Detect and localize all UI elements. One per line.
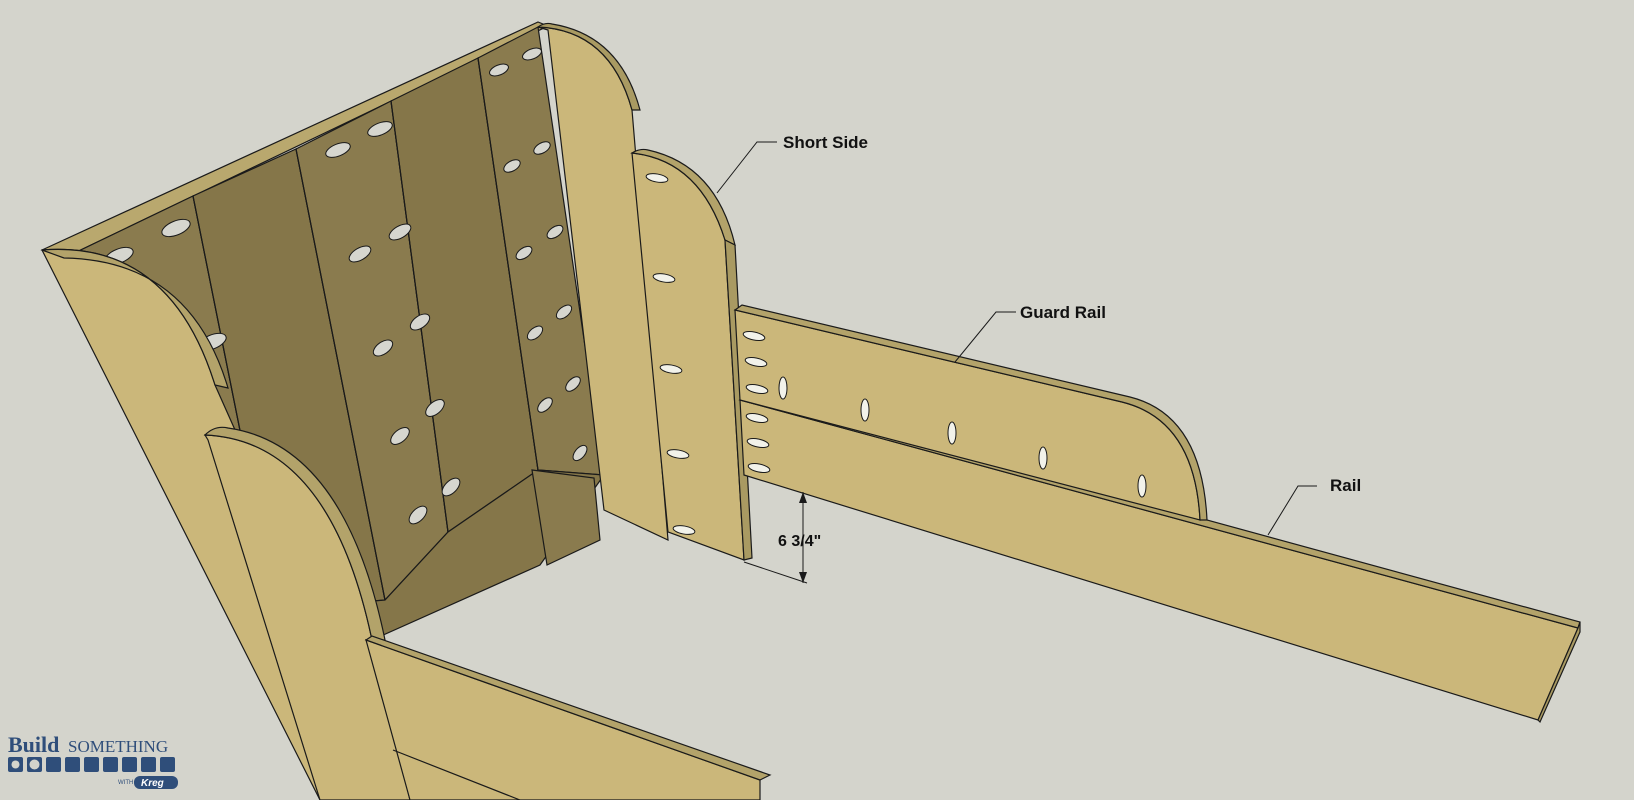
- rail-vertical-holes: [778, 376, 1147, 498]
- pocket-holes-headboard: [104, 47, 598, 525]
- svg-text:SOMETHING: SOMETHING: [68, 737, 168, 756]
- left-rail-board: [364, 635, 772, 800]
- callout-leaders: [716, 141, 1317, 536]
- pocket-holes-short-side: [645, 173, 696, 535]
- tool-icons: [8, 757, 175, 772]
- build-something-logo: Build SOMETHING WITH Kreg: [8, 732, 178, 789]
- label-short-side: Short Side: [783, 133, 868, 152]
- guard-rail-board: [733, 304, 1208, 521]
- svg-text:Kreg: Kreg: [141, 778, 164, 789]
- dimension-label: 6 3/4": [778, 533, 821, 550]
- label-rail: Rail: [1330, 476, 1361, 495]
- short-side-post: [630, 148, 753, 561]
- svg-text:Build: Build: [8, 732, 59, 757]
- height-dimension: [743, 492, 808, 584]
- rail-joint-holes: [742, 330, 771, 474]
- svg-text:WITH: WITH: [118, 780, 133, 786]
- label-guard-rail: Guard Rail: [1020, 303, 1106, 322]
